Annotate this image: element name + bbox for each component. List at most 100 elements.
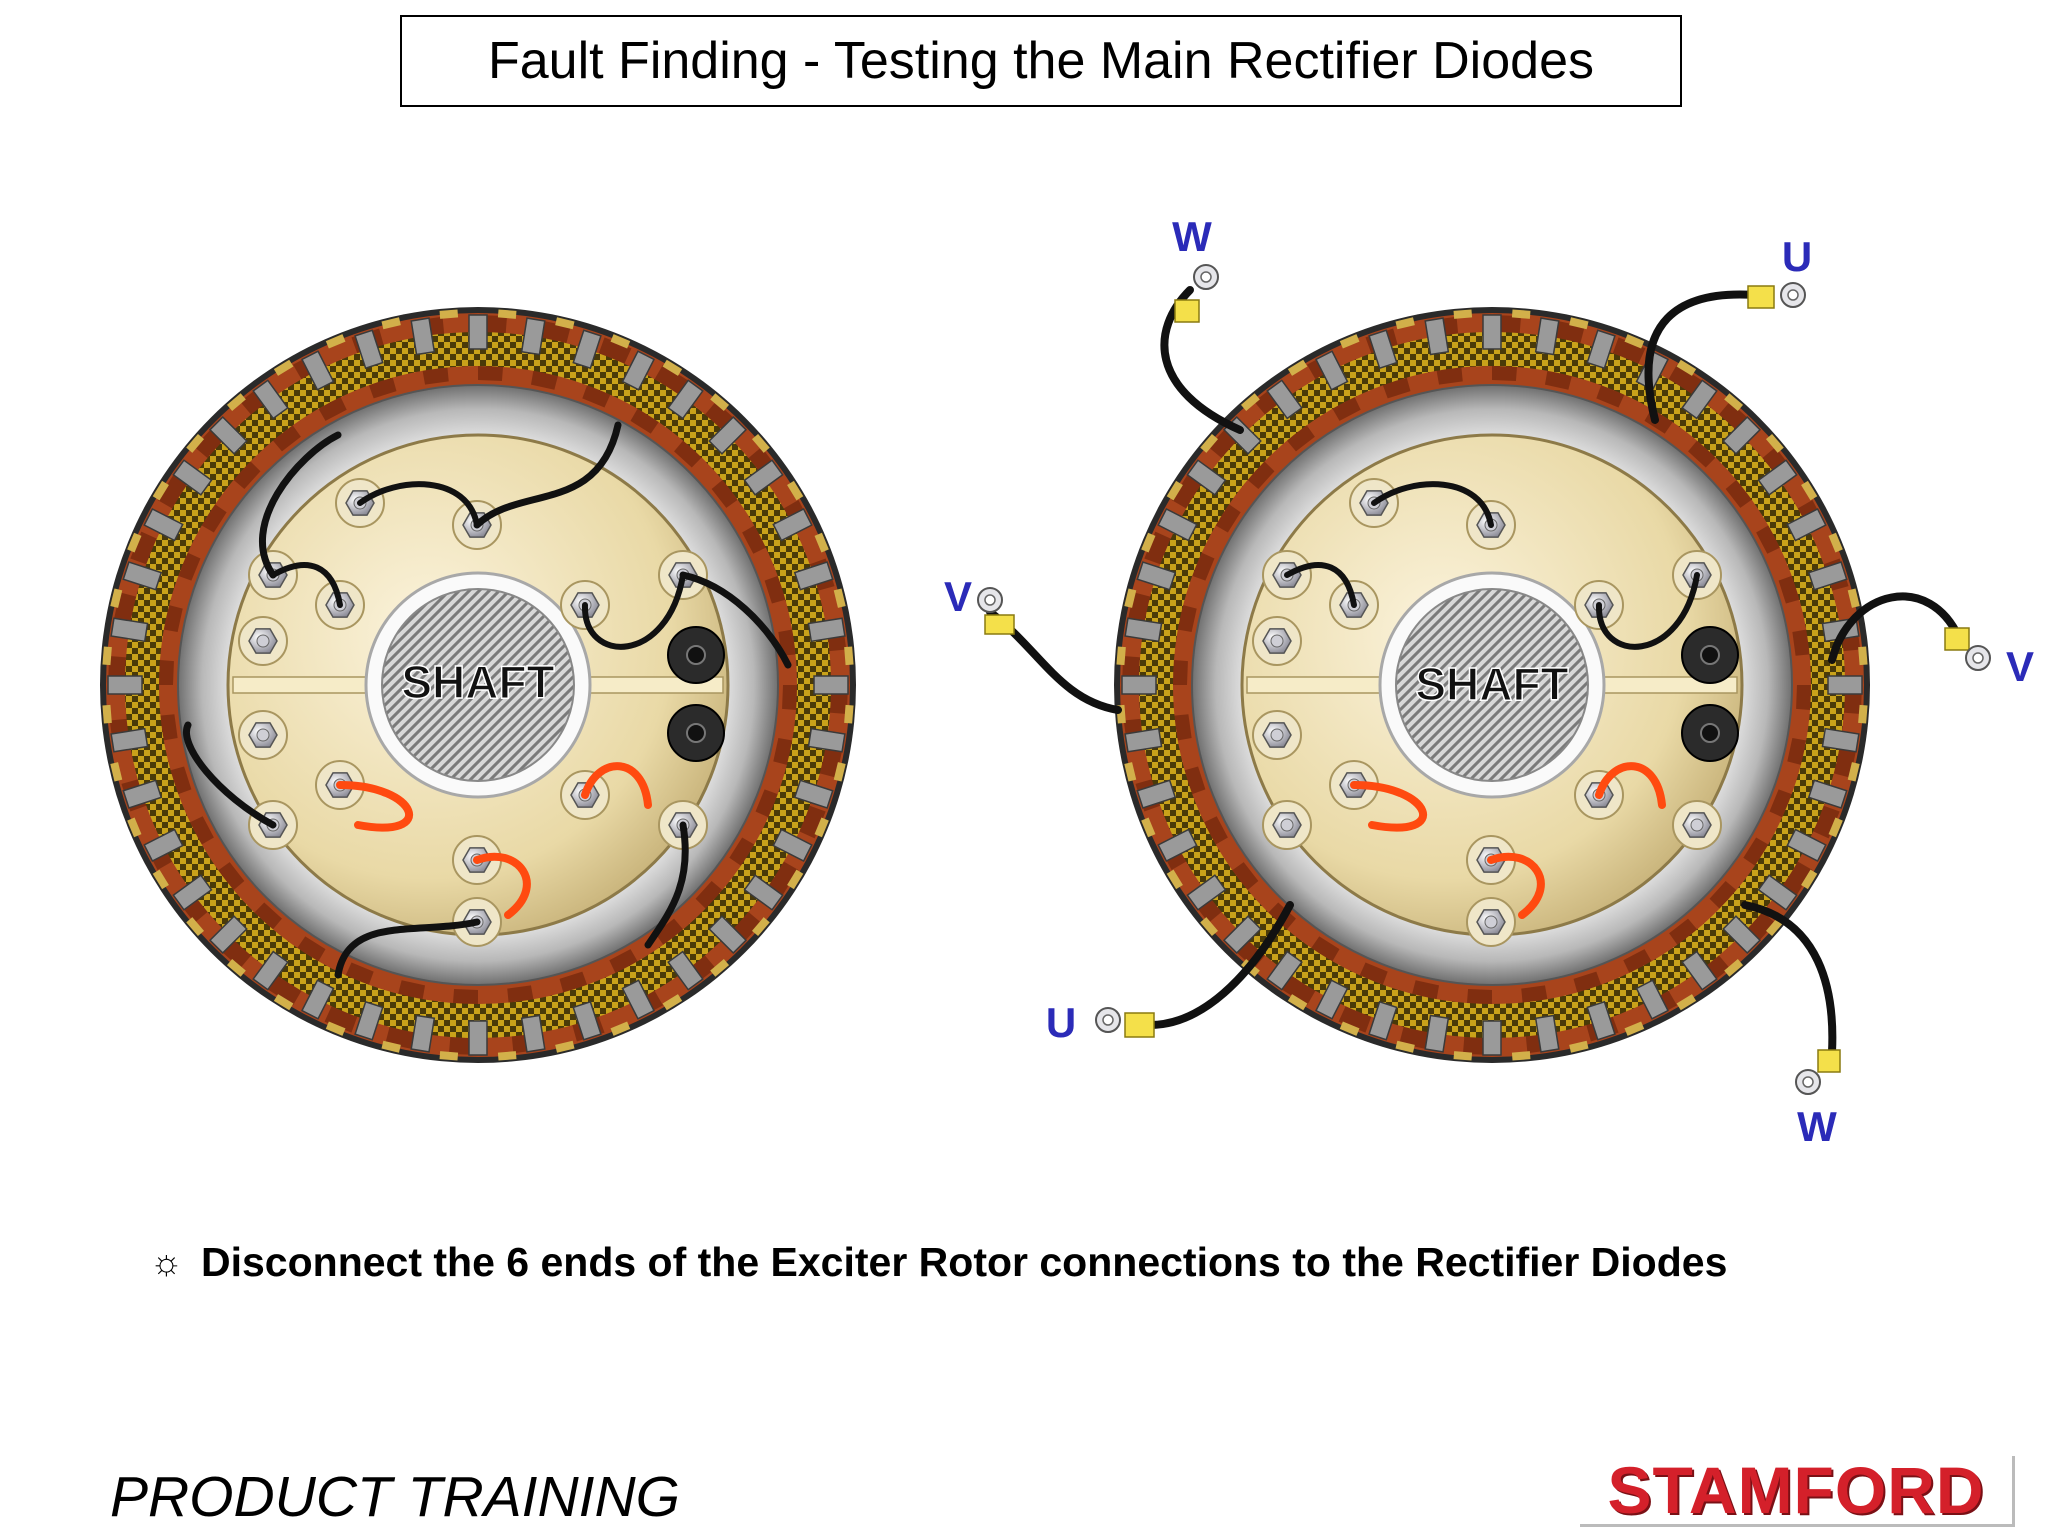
rotor-tooth	[1482, 314, 1502, 350]
tooth-tip	[1511, 1051, 1531, 1061]
exciter-lead-connected	[183, 721, 277, 829]
tooth-tip	[814, 532, 829, 553]
terminal-labels: W U V V U W	[944, 213, 2034, 1150]
rotor-tooth	[1757, 874, 1798, 911]
tooth-tip	[1858, 704, 1868, 724]
rotor-tooth	[468, 1020, 488, 1056]
rotor-tooth	[807, 617, 846, 643]
rotor-tooth	[1157, 507, 1198, 542]
rotor-right	[1114, 307, 1870, 1063]
tooth-tip	[1287, 994, 1308, 1011]
tooth-tip	[325, 1021, 346, 1036]
rotor-tooth	[300, 350, 335, 391]
tooth-tip	[1395, 317, 1415, 330]
rotor-tooth	[1266, 950, 1303, 991]
tooth-tip	[1511, 309, 1531, 319]
rotor-tooth	[1786, 507, 1827, 542]
tooth-tip	[1801, 869, 1818, 890]
tooth-tip	[1240, 393, 1260, 412]
ring-terminal-hole	[1972, 652, 1984, 664]
rotor-tooth	[122, 779, 163, 809]
ring-terminal-hole	[1802, 1076, 1814, 1088]
tooth-tip	[127, 817, 142, 838]
tooth-tip	[1624, 334, 1645, 349]
tooth-tip	[1569, 317, 1589, 330]
exciter-lead-disconnected	[1644, 290, 1759, 424]
tooth-tip	[1847, 588, 1860, 608]
rotor-tooth	[1722, 415, 1762, 455]
tooth-tip	[1676, 359, 1697, 376]
tooth-tip	[127, 532, 142, 553]
tooth-tip	[439, 309, 459, 319]
rotor-left	[100, 307, 856, 1063]
tooth-tip	[325, 334, 346, 349]
rotor-tooth	[1186, 459, 1227, 496]
tooth-tip	[1166, 480, 1183, 501]
tooth-tip	[1124, 762, 1137, 782]
exciter-lead-disconnected	[1741, 901, 1837, 1056]
rotor-tooth	[1424, 1014, 1450, 1053]
rotor-tooth	[1827, 675, 1863, 695]
tooth-tip	[662, 994, 683, 1011]
tooth-tip	[186, 433, 205, 453]
rotor-tooth	[1722, 915, 1762, 955]
tooth-tip	[186, 917, 205, 937]
rotor-tooth	[354, 1000, 384, 1041]
shaft	[381, 588, 575, 782]
tooth-tip	[1166, 869, 1183, 890]
rotor-tooth	[122, 561, 163, 591]
rotor-tooth	[743, 874, 784, 911]
rotor-tooth	[1807, 561, 1848, 591]
rotor-tooth	[572, 329, 602, 370]
exciter-lead-connected	[258, 431, 342, 579]
rotor-tooth	[107, 675, 143, 695]
rotor-tooth	[520, 1014, 546, 1053]
tooth-tip	[1124, 588, 1137, 608]
crimp-sleeve	[1817, 1049, 1841, 1073]
shaft-label-left: SHAFT	[401, 656, 554, 708]
shaft-label-right: SHAFT	[1415, 658, 1568, 710]
crimp-sleeve	[1944, 627, 1970, 651]
tooth-tip	[662, 359, 683, 376]
rotor-tooth	[1821, 727, 1860, 753]
stud-center	[1270, 728, 1284, 742]
rotor-tooth	[621, 350, 656, 391]
diode-lead-black	[581, 572, 686, 650]
rotor-tooth	[110, 617, 149, 643]
stud-center	[1690, 818, 1704, 832]
varistor-center	[1700, 723, 1720, 743]
tooth-tip	[751, 433, 770, 453]
product-training-label: PRODUCT TRAINING	[110, 1465, 680, 1529]
rotor-tooth	[300, 979, 335, 1020]
rotor-tooth	[468, 314, 488, 350]
tooth-tip	[610, 1021, 631, 1036]
tooth-tip	[1141, 532, 1156, 553]
tooth-tip	[1569, 1040, 1589, 1053]
rotor-tooth	[208, 915, 248, 955]
diode-lead-red	[1595, 762, 1666, 809]
rotor-tooth	[807, 727, 846, 753]
ring-terminal-hole	[1787, 289, 1799, 301]
tooth-tip	[226, 958, 246, 977]
diode-lead-black	[1595, 572, 1700, 650]
rotor-tooth	[110, 727, 149, 753]
rotor-tooth	[1635, 979, 1670, 1020]
tooth-tip	[710, 958, 730, 977]
stud-center	[1270, 634, 1284, 648]
tooth-tip	[226, 393, 246, 412]
tooth-tip	[497, 309, 517, 319]
tooth-tip	[1676, 994, 1697, 1011]
exciter-lead-connected	[473, 421, 622, 529]
stud-center	[256, 634, 270, 648]
crimp-sleeve	[1174, 299, 1200, 323]
tooth-tip	[833, 762, 846, 782]
rotor-tooth	[572, 1000, 602, 1041]
tooth-tip	[273, 359, 294, 376]
stud-center	[1484, 915, 1498, 929]
rotor-tooth	[208, 415, 248, 455]
tooth-tip	[1858, 646, 1868, 666]
rotor-tooth	[172, 874, 213, 911]
tooth-tip	[1116, 646, 1126, 666]
tooth-tip	[497, 1051, 517, 1061]
